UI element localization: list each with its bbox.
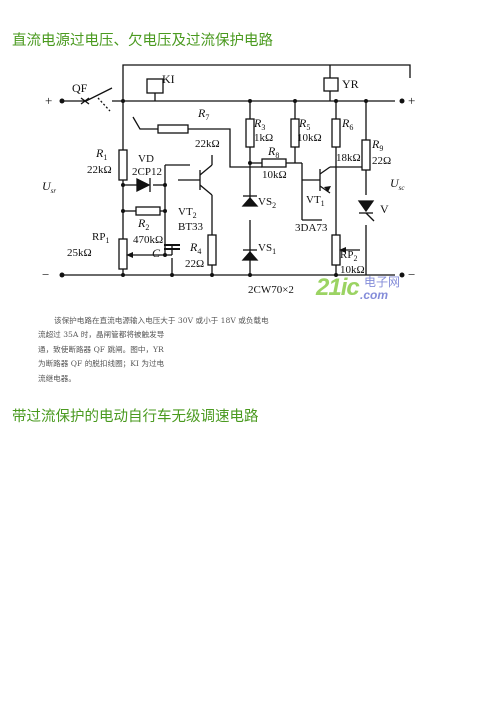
svg-text:+: +: [408, 93, 415, 108]
paragraph-line: 为断路器 QF 的脱扣线圈；KI 为过电: [38, 359, 165, 369]
paragraph-line: 通，致使断路器 QF 跳闸。图中，YR: [38, 344, 164, 354]
svg-text:R1: R1: [95, 146, 107, 162]
capacitor-c: [164, 244, 180, 250]
component-boxes: [118, 77, 371, 270]
svg-text:18kΩ: 18kΩ: [336, 152, 361, 164]
thyristor-v: [357, 200, 375, 222]
svg-text:10kΩ: 10kΩ: [262, 169, 287, 181]
svg-text:KI: KI: [162, 72, 175, 86]
svg-text:470kΩ: 470kΩ: [133, 234, 163, 246]
svg-text:2CW70×2: 2CW70×2: [248, 284, 294, 296]
terminal-dots: [59, 98, 405, 278]
svg-text:25kΩ: 25kΩ: [67, 247, 92, 259]
svg-text:−: −: [42, 267, 49, 282]
diode-vd: [136, 177, 151, 193]
description-paragraph: 该保护电路在直流电源输入电压大于 30V 或小于 18V 或负载电 流超过 35…: [38, 314, 298, 386]
svg-text:R2: R2: [137, 216, 149, 232]
svg-text:10kΩ: 10kΩ: [340, 264, 365, 276]
zener-vs2: [241, 195, 259, 207]
svg-text:V: V: [380, 202, 389, 216]
svg-text:−: −: [408, 267, 415, 282]
svg-text:R9: R9: [371, 137, 383, 153]
svg-text:2CP12: 2CP12: [132, 166, 162, 178]
svg-text:R8: R8: [267, 144, 279, 160]
watermark-21ic: 21ic: [316, 274, 360, 301]
watermark-cn: 电子网: [364, 275, 401, 289]
svg-text:Usr: Usr: [42, 179, 56, 195]
section-title: 直流电源过电压、欠电压及过流保护电路: [12, 33, 273, 49]
svg-text:22Ω: 22Ω: [185, 258, 204, 270]
svg-text:VT2: VT2: [178, 206, 197, 220]
svg-text:VT1: VT1: [306, 194, 325, 208]
svg-text:BT33: BT33: [178, 221, 204, 233]
svg-text:VD: VD: [138, 153, 154, 165]
svg-text:22Ω: 22Ω: [372, 155, 391, 167]
svg-text:R6: R6: [341, 116, 353, 132]
svg-text:R3: R3: [253, 116, 265, 132]
circuit-wires: [62, 64, 411, 276]
svg-text:R4: R4: [189, 240, 201, 256]
svg-text:C: C: [152, 246, 161, 260]
qf-breaker: [80, 87, 113, 112]
svg-text:+: +: [45, 93, 52, 108]
circuit-diagram: Usr Usc + − + − QF KI YR R7 22kΩ R1 22kΩ…: [42, 64, 415, 296]
svg-text:R5: R5: [298, 116, 310, 132]
paragraph-line: 该保护电路在直流电源输入电压大于 30V 或小于 18V 或负载电: [54, 316, 269, 325]
paragraph-line: 流继电器。: [38, 373, 76, 383]
svg-text:R7: R7: [197, 106, 209, 122]
svg-text:22kΩ: 22kΩ: [195, 138, 220, 150]
svg-text:VS2: VS2: [258, 196, 276, 210]
section-title-2: 带过流保护的电动自行车无级调速电路: [12, 409, 259, 425]
svg-text:3DA73: 3DA73: [295, 222, 328, 234]
pot-arrows: [126, 186, 346, 258]
paragraph-line: 流超过 35A 时，晶闸管都将被触发导: [38, 330, 165, 340]
svg-text:1kΩ: 1kΩ: [254, 132, 273, 144]
svg-text:VS1: VS1: [258, 242, 276, 256]
svg-text:RP2: RP2: [340, 249, 357, 263]
svg-text:10kΩ: 10kΩ: [297, 132, 322, 144]
svg-text:Usc: Usc: [390, 176, 405, 192]
watermark-dom: .com: [360, 288, 389, 302]
watermark-logo: 21ic 电子网 .com: [316, 272, 416, 304]
svg-text:RP1: RP1: [92, 231, 109, 245]
zener-vs1: [241, 249, 259, 261]
qf-label: QF: [72, 81, 88, 95]
svg-text:22kΩ: 22kΩ: [87, 164, 112, 176]
svg-text:YR: YR: [342, 77, 359, 91]
